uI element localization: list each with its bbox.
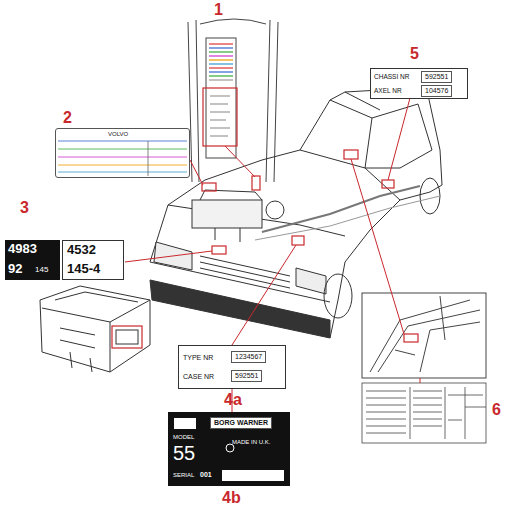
engine-plate: 4532 145-4 [62, 240, 124, 280]
leader-line [125, 98, 420, 412]
inset-sketch [362, 293, 486, 378]
plate-text: MODEL [173, 434, 194, 441]
plate-text: AXEL NR [374, 87, 402, 94]
callout-number: 4b [222, 490, 241, 506]
plate-text: 145-4 [67, 262, 100, 276]
callout-number: 5 [410, 46, 419, 62]
engine-plate: 4983 92 145 [5, 240, 60, 280]
highlight-box [112, 326, 142, 348]
plate-text: VOLVO [108, 131, 128, 138]
plate-text: CASE NR [183, 373, 214, 381]
plate-text: TYPE NR [183, 354, 213, 362]
plate-text: 592551 [231, 370, 262, 382]
plate-text: 4983 [8, 242, 37, 256]
plate-text: CHASSI NR [374, 73, 409, 80]
exhaust [255, 196, 440, 240]
engine-sketch [40, 286, 150, 372]
highlight-box [202, 150, 394, 254]
chassis-plate: CHASSI NR 592551AXEL NR 104576 [370, 68, 468, 99]
identification-plate: VOLVO [55, 128, 190, 178]
highlight-box [203, 88, 237, 146]
plate-text: 1234567 [231, 351, 266, 363]
drive-shaft [262, 186, 420, 232]
callout-number: 4a [224, 392, 242, 408]
callout-number: 6 [492, 402, 501, 418]
plate-text: 104576 [421, 85, 452, 97]
callout-number: 3 [20, 200, 29, 216]
plate-field [222, 470, 284, 481]
plate-text: BORG WARNER [210, 417, 272, 429]
plate-text: 592551 [421, 71, 452, 83]
transmission-plate: BORG WARNER MODEL55 MADE IN U.K. SERIAL 001 [168, 412, 290, 486]
highlight-box [404, 334, 418, 342]
plate-text: 92 [8, 262, 22, 276]
plate-black [168, 412, 290, 486]
inset-table [362, 383, 486, 443]
callout-number: 1 [214, 2, 223, 18]
plate-symbol [226, 444, 234, 452]
plate-symbol [174, 418, 196, 429]
plate-text: 4532 [67, 243, 96, 257]
sticker-stripes [209, 44, 233, 136]
plate-text: MADE IN U.K. [232, 439, 270, 446]
plate-text: 145 [35, 266, 48, 275]
plate-text: 001 [200, 471, 212, 479]
gearbox-plate: TYPE NR 1234567CASE NR 592551 [178, 345, 286, 389]
plate-text: 55 [173, 442, 195, 464]
door-pillar [188, 19, 278, 182]
callout-number: 2 [63, 110, 72, 126]
plate-lines [58, 141, 187, 176]
plate-text: SERIAL [173, 472, 194, 479]
